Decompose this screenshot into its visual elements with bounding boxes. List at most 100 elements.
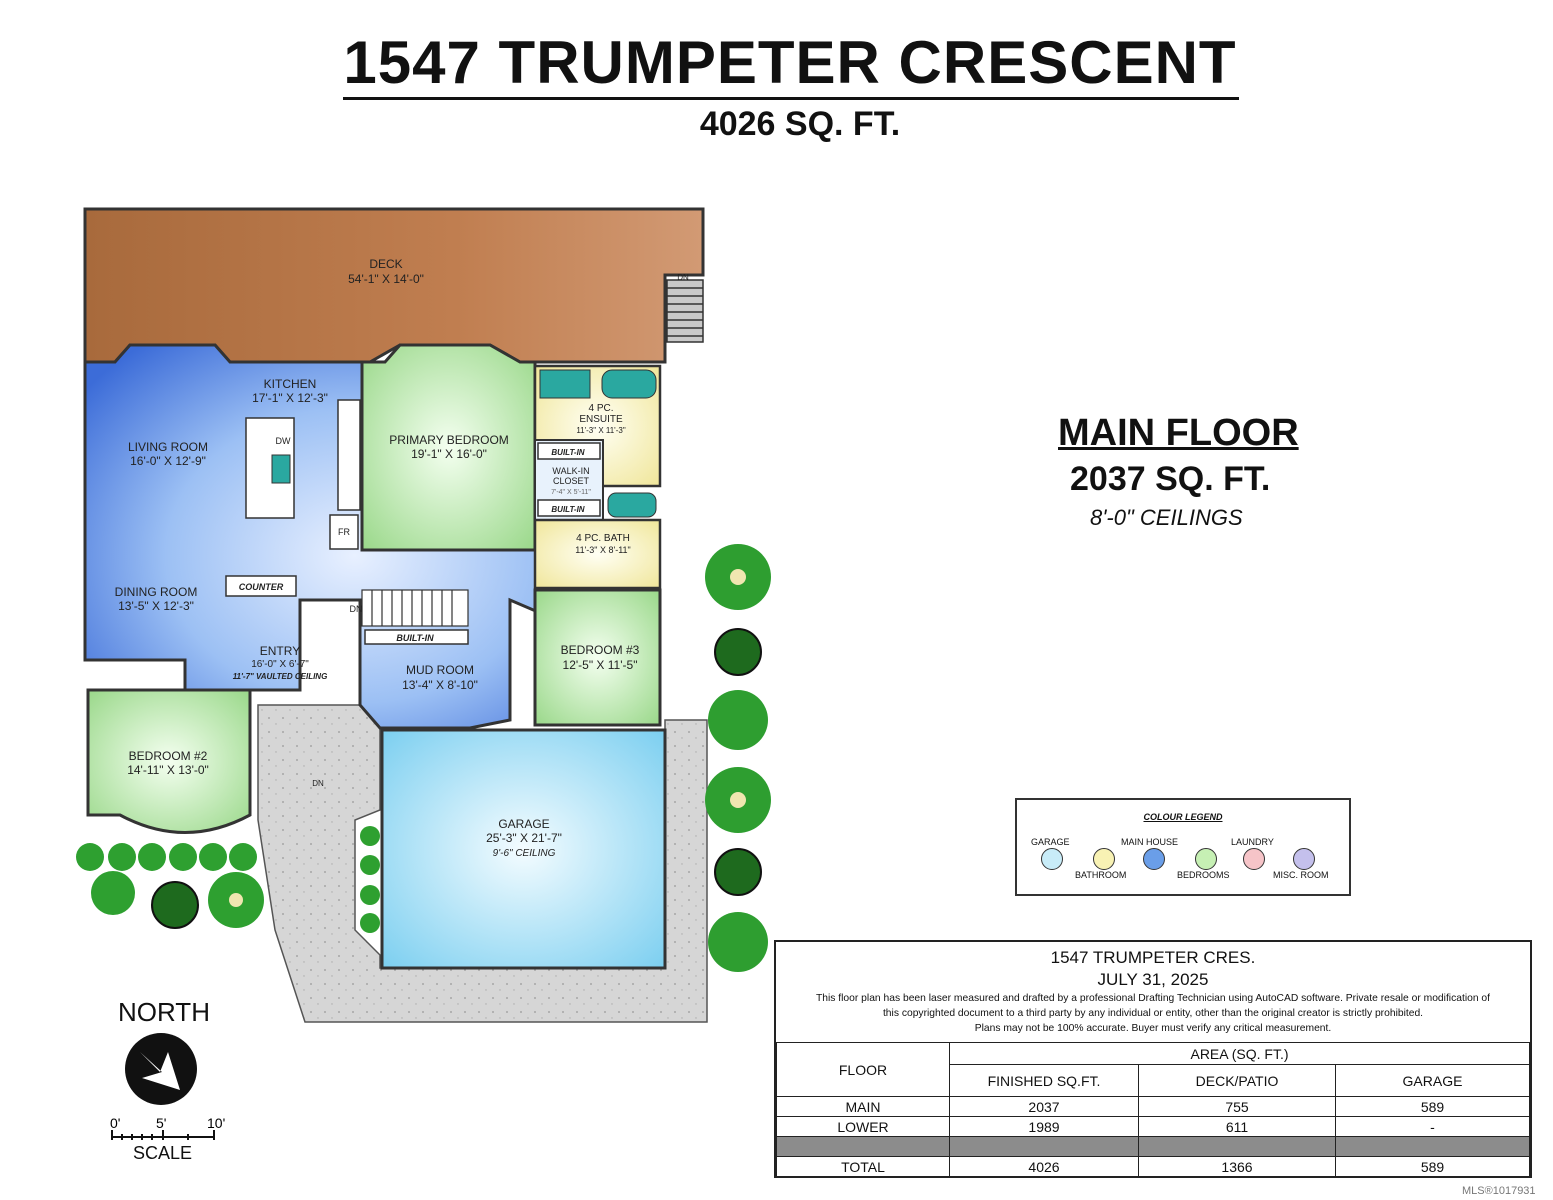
table-cell: 755 [1138,1096,1336,1117]
info-disclaimer-3: Plans may not be 100% accurate. Buyer mu… [974,1023,1332,1034]
builtin-label-1: BUILT-IN [551,448,584,457]
entry-note: 11'-7" VAULTED CEILING [233,672,328,681]
builtin-fixture-1 [537,442,601,460]
table-cell: 589 [1335,1156,1530,1177]
table-spacer-row [776,1136,1530,1157]
mud-room-label: MUD ROOM [406,663,474,677]
primary-bedroom-label: PRIMARY BEDROOM [389,433,509,447]
total-area: 4026 SQ. FT. [699,105,901,143]
shower-fixture [539,369,591,399]
living-room-label: LIVING ROOM [128,440,208,454]
scale-label: SCALE [133,1143,193,1163]
bedroom2-dims: 14'-11" X 13'-0" [127,763,209,777]
fridge-fixture [329,514,359,550]
walkin-label-2: CLOSET [553,476,590,486]
tub-fixture [601,369,657,399]
page-title: 1547 TRUMPETER CRESCENT [343,29,1237,96]
deck-dims: 54'-1" X 14'-0" [348,272,424,286]
walkin-label-1: WALK-IN [552,466,589,476]
dining-room-label: DINING ROOM [115,585,198,599]
table-cell: 611 [1138,1116,1336,1137]
builtin-fixture-2 [537,499,601,517]
living-room-dims: 16'-0" X 12'-9" [130,454,206,468]
entry-label: ENTRY [260,644,300,658]
dn-label-stairs: DN [350,604,363,614]
legend-label-bathroom: BATHROOM [1075,870,1127,880]
ensuite-dims: 11'-3" X 11'-3" [576,426,626,435]
legend-swatch-misc-room [1293,848,1315,870]
table-cell: 4026 [949,1156,1139,1177]
mud-room-dims: 13'-4" X 8'-10" [402,678,478,692]
kitchen-dims: 17'-1" X 12'-3" [252,391,328,405]
table-cell: 1366 [1138,1156,1336,1177]
ensuite-label-2: ENSUITE [579,414,623,425]
counter-label: COUNTER [239,582,284,592]
walkin-dims: 7'-4" X 5'-11" [551,489,591,496]
legend-label-main-house: MAIN HOUSE [1121,837,1179,847]
scale-bar [111,1130,215,1140]
bath-area [533,518,662,590]
dw-label: DW [276,436,291,446]
bedroom3-dims: 12'-5" X 11'-5" [563,658,638,672]
counter-fixture [225,575,297,597]
legend-title: COLOUR LEGEND [1143,812,1223,822]
floor-label: MAIN FLOOR [1058,412,1299,454]
legend-swatch-main-house [1143,848,1165,870]
legend-label-misc-room: MISC. ROOM [1273,870,1329,880]
primary-bedroom-dims: 19'-1" X 16'-0" [411,447,487,461]
north-arrow-icon [125,1033,197,1105]
table-cell: TOTAL [776,1156,950,1177]
table-total-row: TOTAL 4026 1366 589 [776,1156,1530,1177]
bath-dims: 11'-3" X 8'-11" [575,545,631,555]
table-row: MAIN 2037 755 589 [776,1096,1530,1117]
entry-dims: 16'-0" X 6'-7" [251,659,309,670]
bedroom2-label: BEDROOM #2 [129,749,208,763]
north-label: NORTH [118,997,210,1027]
bedroom3-area [533,588,662,727]
legend-label-laundry: LAUNDRY [1231,837,1274,847]
ensuite-label-1: 4 PC. [588,403,613,414]
table-cell [1335,1136,1530,1157]
table-header-garage: GARAGE [1335,1064,1530,1097]
landscaping [76,544,771,972]
area-table: FLOOR AREA (SQ. FT.) FINISHED SQ.FT. DEC… [776,1042,1530,1177]
table-cell: - [1335,1116,1530,1137]
legend-swatch-bathroom [1093,848,1115,870]
scale-tick-0: 0' [110,1115,120,1131]
table-cell: LOWER [776,1116,950,1137]
scale-tick-10: 10' [207,1115,225,1131]
legend-swatch-laundry [1243,848,1265,870]
dn-label-walk: DN [312,779,324,788]
kitchen-label: KITCHEN [264,377,317,391]
bedroom3-label: BEDROOM #3 [561,643,640,657]
garage-note: 9'-6" CEILING [493,848,556,859]
legend-swatch-bedrooms [1195,848,1217,870]
legend-label-bedrooms: BEDROOMS [1177,870,1230,880]
bedroom2-area [86,688,252,834]
colour-legend: COLOUR LEGEND GARAGE BATHROOM MAIN HOUSE… [1015,798,1351,896]
builtin-label-entry: BUILT-IN [396,633,434,643]
legend-label-garage: GARAGE [1031,837,1070,847]
deck-label: DECK [369,257,402,271]
garage-label: GARAGE [498,817,549,831]
garage-area [380,728,667,970]
info-disclaimer-2: this copyrighted document to a third par… [882,1008,1424,1019]
watermark: MLS®1017931 [1462,1185,1536,1197]
builtin-label-2: BUILT-IN [551,505,584,514]
table-cell: 1989 [949,1116,1139,1137]
dining-room-dims: 13'-5" X 12'-3" [118,599,194,613]
counter-run [337,399,361,511]
tub-fixture-2 [607,492,657,518]
ceiling-height: 8'-0" CEILINGS [1090,505,1243,530]
info-disclaimer-1: This floor plan has been laser measured … [815,993,1491,1004]
table-cell: MAIN [776,1096,950,1117]
sink-fixture [271,454,291,484]
table-cell: 2037 [949,1096,1139,1117]
info-block: 1547 TRUMPETER CRES. JULY 31, 2025 This … [774,940,1532,1178]
deck-stairs [666,279,704,343]
legend-swatch-garage [1041,848,1063,870]
primary-bedroom-area [360,343,537,552]
table-header-deck: DECK/PATIO [1138,1064,1336,1097]
table-cell [949,1136,1139,1157]
